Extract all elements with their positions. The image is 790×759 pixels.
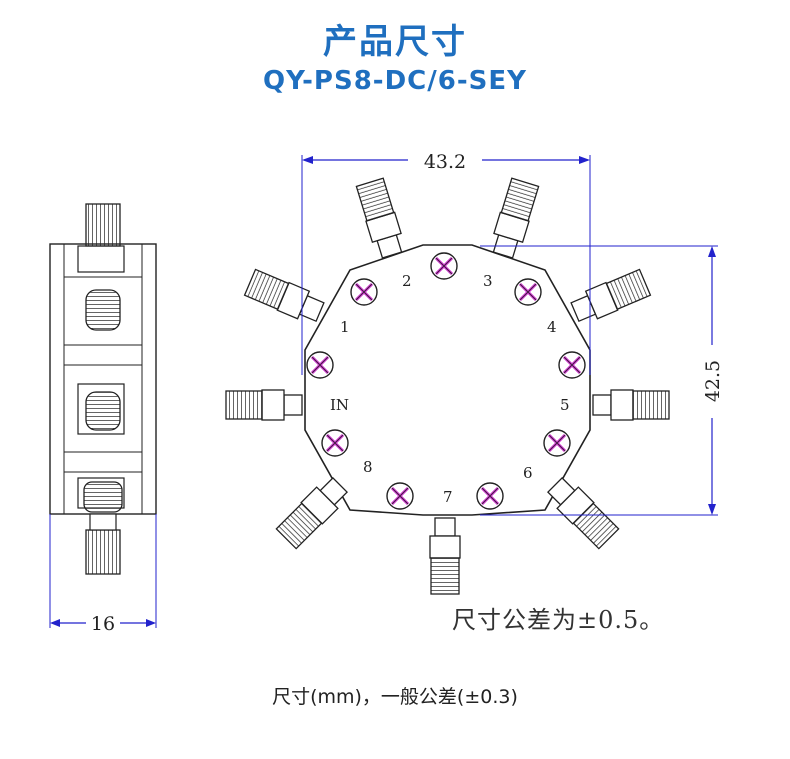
port-label-2: 2 (402, 272, 412, 290)
height-label: 42.5 (702, 360, 724, 402)
model-number: QY-PS8-DC/6-SEY (263, 66, 527, 96)
port-label-4: 4 (547, 318, 557, 336)
width-label: 43.2 (424, 151, 466, 173)
port-label-6: 6 (523, 464, 533, 482)
thickness-label: 16 (91, 613, 115, 635)
top-view: 1 2 3 4 5 6 7 8 IN (225, 177, 670, 595)
tolerance-note: 尺寸公差为±0.5。 (452, 606, 665, 634)
port-label-5: 5 (560, 396, 570, 414)
port-label-in: IN (330, 396, 349, 414)
dimension-height: 42.5 (480, 245, 724, 516)
dimension-thickness: 16 (49, 514, 157, 635)
footer-note: 尺寸(mm)，一般公差(±0.3) (272, 686, 518, 708)
port-label-1: 1 (340, 318, 350, 336)
side-view (49, 203, 157, 575)
dimension-width: 43.2 (301, 151, 591, 375)
port-label-8: 8 (363, 458, 373, 476)
port-label-3: 3 (483, 272, 493, 290)
page-title: 产品尺寸 (323, 22, 467, 62)
port-label-7: 7 (443, 488, 453, 506)
